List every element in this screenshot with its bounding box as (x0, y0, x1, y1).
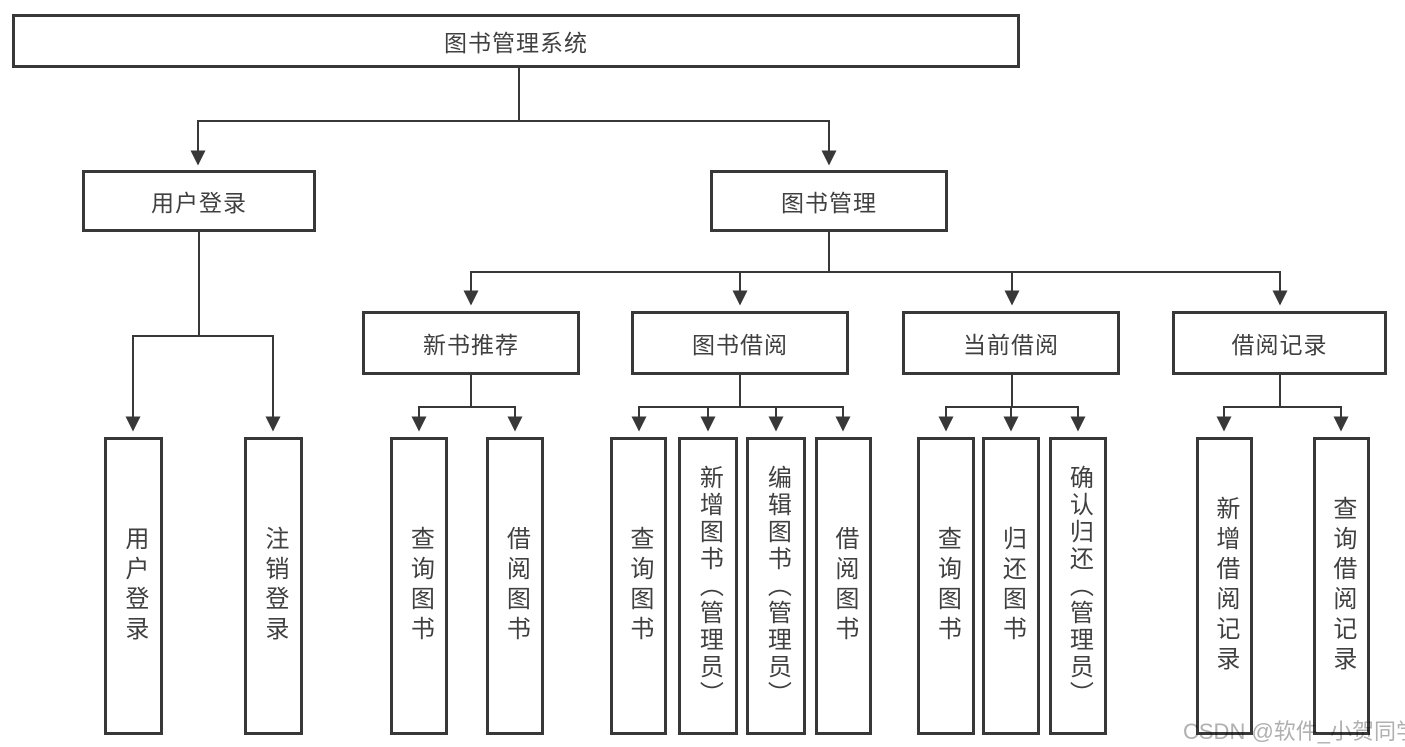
node-label: 图书借阅 (692, 332, 788, 358)
node-library-system: 图书管理系统 (12, 14, 1020, 68)
leaf-label: 归还图书 (998, 526, 1026, 646)
leaf-confirm-return-admin: 确认归还（管理员） (1049, 437, 1107, 735)
node-label: 图书管理系统 (444, 30, 588, 56)
leaf-label: 查询图书 (625, 526, 653, 646)
leaf-borrow-books-newbook: 借阅图书 (486, 437, 544, 735)
node-label: 新书推荐 (423, 332, 519, 358)
leaf-add-books-admin: 新增图书（管理员） (678, 437, 738, 735)
leaf-label: 借阅图书 (502, 526, 530, 646)
leaf-query-books-borrowing: 查询图书 (610, 437, 667, 735)
leaf-query-books-current: 查询图书 (917, 437, 975, 735)
node-book-borrowing: 图书借阅 (631, 311, 849, 375)
leaf-label: 新增图书（管理员） (695, 464, 723, 708)
leaf-label: 查询借阅记录 (1328, 496, 1356, 676)
node-label: 借阅记录 (1231, 332, 1328, 358)
leaf-label: 编辑图书（管理员） (763, 464, 791, 708)
csdn-watermark: CSDN @软件_小贺同学 (1183, 719, 1405, 744)
leaf-label: 查询图书 (933, 526, 961, 646)
node-borrow-records: 借阅记录 (1172, 311, 1387, 375)
leaf-return-books: 归还图书 (982, 437, 1040, 735)
node-user-login: 用户登录 (82, 170, 316, 232)
leaf-query-borrow-record: 查询借阅记录 (1313, 437, 1370, 735)
leaf-label: 借阅图书 (830, 526, 858, 646)
leaf-label: 注销登录 (260, 526, 288, 646)
leaf-label: 新增借阅记录 (1211, 496, 1239, 676)
leaf-query-books-newbook: 查询图书 (390, 437, 448, 735)
leaf-borrow-books-borrowing: 借阅图书 (815, 437, 872, 735)
leaf-logout: 注销登录 (244, 437, 303, 735)
node-current-borrowing: 当前借阅 (902, 311, 1120, 375)
node-new-book-recommend: 新书推荐 (362, 311, 580, 375)
node-book-management: 图书管理 (710, 170, 948, 232)
leaf-label: 查询图书 (406, 526, 434, 646)
leaf-edit-books-admin: 编辑图书（管理员） (746, 437, 806, 735)
node-label: 当前借阅 (963, 332, 1059, 358)
node-label: 图书管理 (781, 190, 877, 216)
node-label: 用户登录 (151, 190, 247, 216)
leaf-label: 确认归还（管理员） (1065, 464, 1093, 708)
leaf-user-login: 用户登录 (104, 437, 163, 735)
leaf-label: 用户登录 (120, 526, 148, 646)
leaf-add-borrow-record: 新增借阅记录 (1196, 437, 1253, 735)
